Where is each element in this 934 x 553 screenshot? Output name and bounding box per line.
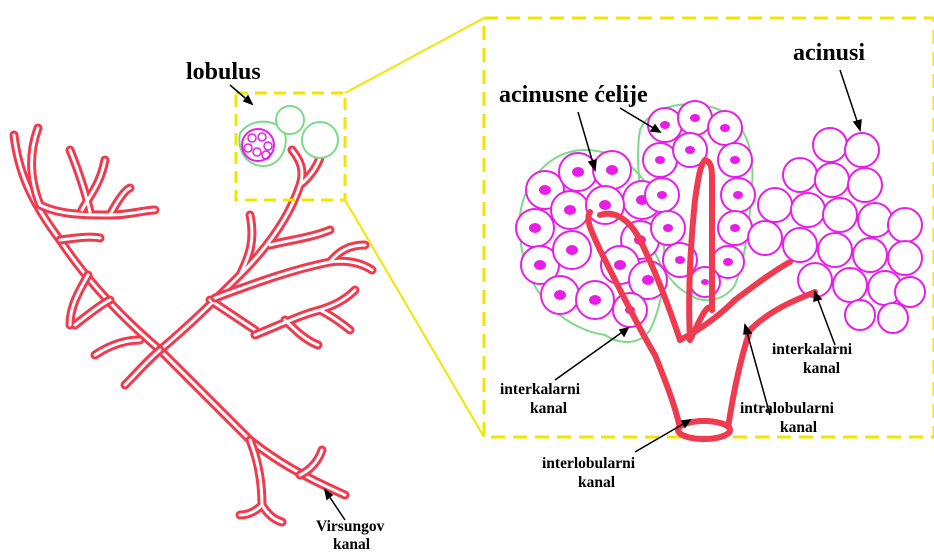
label-acinusi: acinusi (793, 40, 865, 66)
label-virsungov-1: Virsungov (316, 518, 385, 535)
interlobular-duct (655, 355, 680, 428)
small-lobulus (239, 106, 338, 166)
label-interkalarni-left-1: interkalarni (500, 381, 581, 398)
label-interkalarni-left-2: kanal (530, 400, 568, 417)
label-intralobularni-2: kanal (780, 419, 818, 436)
branch-upper-left (32, 128, 156, 215)
label-interkalarni-right-2: kanal (803, 360, 841, 377)
label-interlobularni-1: interlobularni (542, 455, 636, 472)
label-lobulus: lobulus (186, 59, 261, 85)
label-virsungov-2: kanal (333, 536, 371, 553)
acini-right (748, 128, 925, 333)
label-acinusne-celije: acinusne ćelije (499, 82, 648, 108)
ductal-tree (14, 128, 372, 522)
label-interlobularni-2: kanal (578, 474, 616, 491)
zoom-connector-top (345, 18, 484, 93)
label-interkalarni-right-1: interkalarni (772, 341, 853, 358)
zoom-connector-bottom (345, 200, 484, 437)
label-intralobularni-1: intralobularni (740, 400, 835, 417)
